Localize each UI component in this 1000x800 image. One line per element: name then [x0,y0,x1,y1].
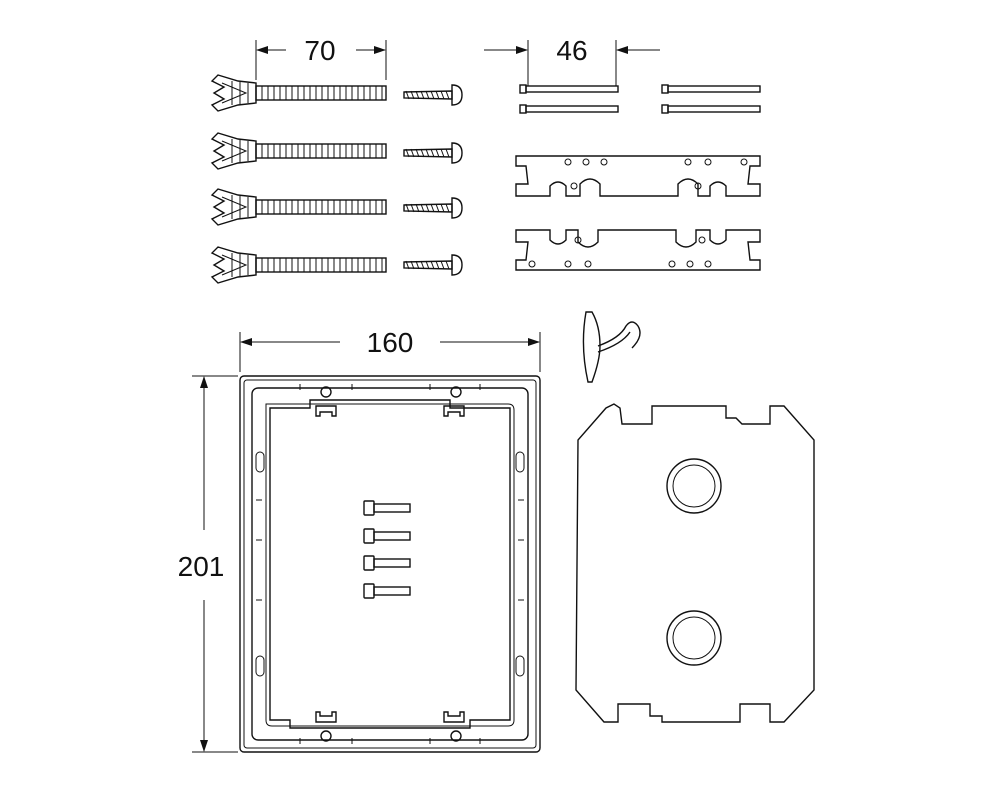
frame-clip [315,711,337,723]
wall-anchor [211,132,387,170]
rod [519,84,619,94]
dimension-160-label: 160 [367,327,414,358]
dimension-46: 46 [484,35,660,86]
cap-screw [363,500,411,516]
dimension-70-label: 70 [304,35,335,66]
frame-clip [443,711,465,723]
wall-anchor [211,188,387,226]
wall-anchor [211,246,387,284]
dimension-201: 201 [178,375,238,753]
rod-set [519,84,761,114]
dimension-201-label: 201 [178,551,225,582]
cap-screw [363,555,411,571]
suction-hook [582,311,641,383]
mounting-frame [239,375,541,753]
rod [661,84,761,94]
wood-screw [403,142,463,164]
wood-screw [403,197,463,219]
dimension-70: 70 [255,35,387,80]
wall-anchor-set [211,74,463,284]
dimension-160: 160 [239,327,541,372]
cap-screw [363,528,411,544]
wood-screw [403,254,463,276]
template-plate [575,403,815,723]
mounting-bracket-top [515,155,761,197]
wood-screw [403,84,463,106]
rod [519,104,619,114]
wall-anchor [211,74,387,112]
dimension-46-label: 46 [556,35,587,66]
mounting-bracket-bottom [515,229,761,271]
cap-screw [363,583,411,599]
frame-clip [315,405,337,417]
rod [661,104,761,114]
